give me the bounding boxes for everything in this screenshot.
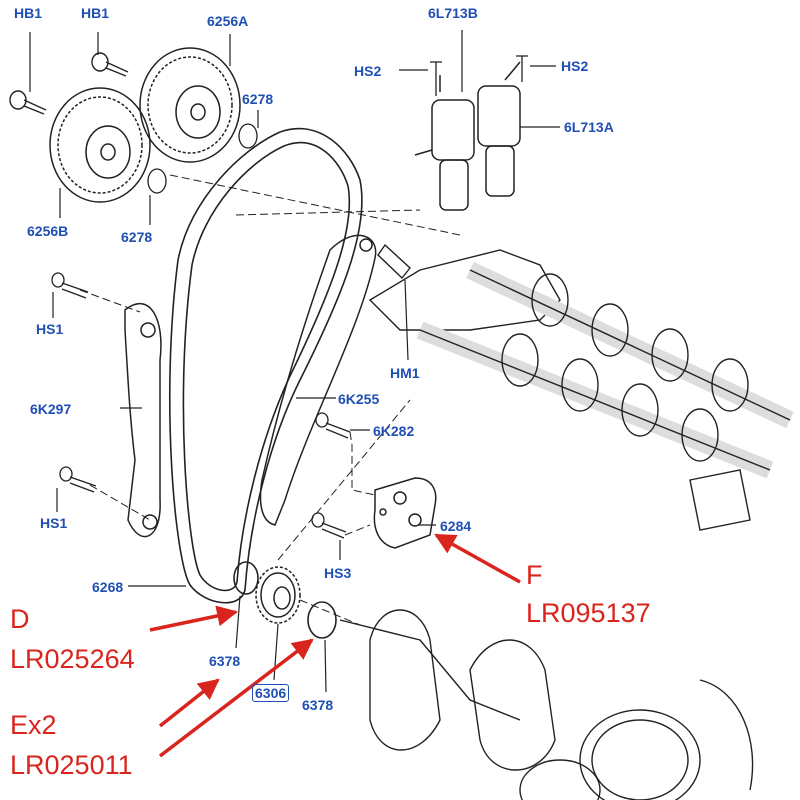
label-6278-top: 6278	[242, 91, 274, 107]
label-6378-left: 6378	[209, 653, 241, 669]
callout-arrows	[149, 533, 521, 758]
label-6268: 6268	[92, 579, 124, 595]
bolt-hs3	[311, 512, 347, 539]
bolts-hb1	[9, 52, 129, 115]
crank-sprocket-6306	[255, 566, 301, 624]
vct-sprocket-6256a	[139, 47, 241, 163]
callout-d-part-number: LR025264	[10, 644, 135, 674]
tensioner-arm-6k297	[124, 303, 162, 538]
label-6k297: 6K297	[30, 401, 72, 417]
oil-control-solenoids	[414, 61, 521, 211]
chain-guide-6k255	[259, 234, 377, 526]
label-6278-bottom: 6278	[121, 229, 153, 245]
label-hs2-right: HS2	[561, 58, 589, 74]
callout-d-letter: D	[10, 604, 30, 634]
label-6256a: 6256A	[207, 13, 249, 29]
bolt-6k282	[315, 412, 351, 439]
label-hs1-bottom: HS1	[40, 515, 68, 531]
label-hs3: HS3	[324, 565, 352, 581]
leader-lines	[29, 30, 560, 693]
seal-ring-6378-right	[307, 601, 337, 639]
bolts-hs1	[51, 272, 97, 493]
label-6l713b: 6L713B	[428, 5, 478, 21]
washer-6278	[147, 123, 258, 194]
callout-e-part-number: LR025011	[10, 750, 133, 780]
label-6378-right: 6378	[302, 697, 334, 713]
label-hb1-right: HB1	[81, 5, 110, 21]
crankshaft-assembly	[339, 609, 754, 800]
assembly-guide-lines	[79, 174, 461, 626]
callout-f-part-number: LR095137	[526, 598, 651, 628]
camshaft-assembly	[368, 249, 794, 531]
label-6k255: 6K255	[338, 391, 380, 407]
label-hm1: HM1	[390, 365, 420, 381]
dowel-hm1	[377, 243, 411, 280]
timing-chain-6268	[168, 127, 363, 604]
label-6l713a: 6L713A	[564, 119, 614, 135]
label-6306: 6306	[252, 684, 290, 702]
callout-e-quantity: Ex2	[10, 710, 57, 740]
label-hs2-left: HS2	[354, 63, 382, 79]
callout-f-letter: F	[526, 560, 543, 590]
label-hs1-top: HS1	[36, 321, 64, 337]
label-6256b: 6256B	[27, 223, 69, 239]
vct-sprocket-6256b	[49, 87, 151, 203]
chain-tensioner-6284	[373, 477, 437, 549]
label-6k282: 6K282	[373, 423, 415, 439]
bolts-hs2	[430, 55, 528, 96]
seal-ring-6378-left	[233, 561, 259, 595]
label-6284: 6284	[440, 518, 472, 534]
label-hb1-left: HB1	[14, 5, 43, 21]
